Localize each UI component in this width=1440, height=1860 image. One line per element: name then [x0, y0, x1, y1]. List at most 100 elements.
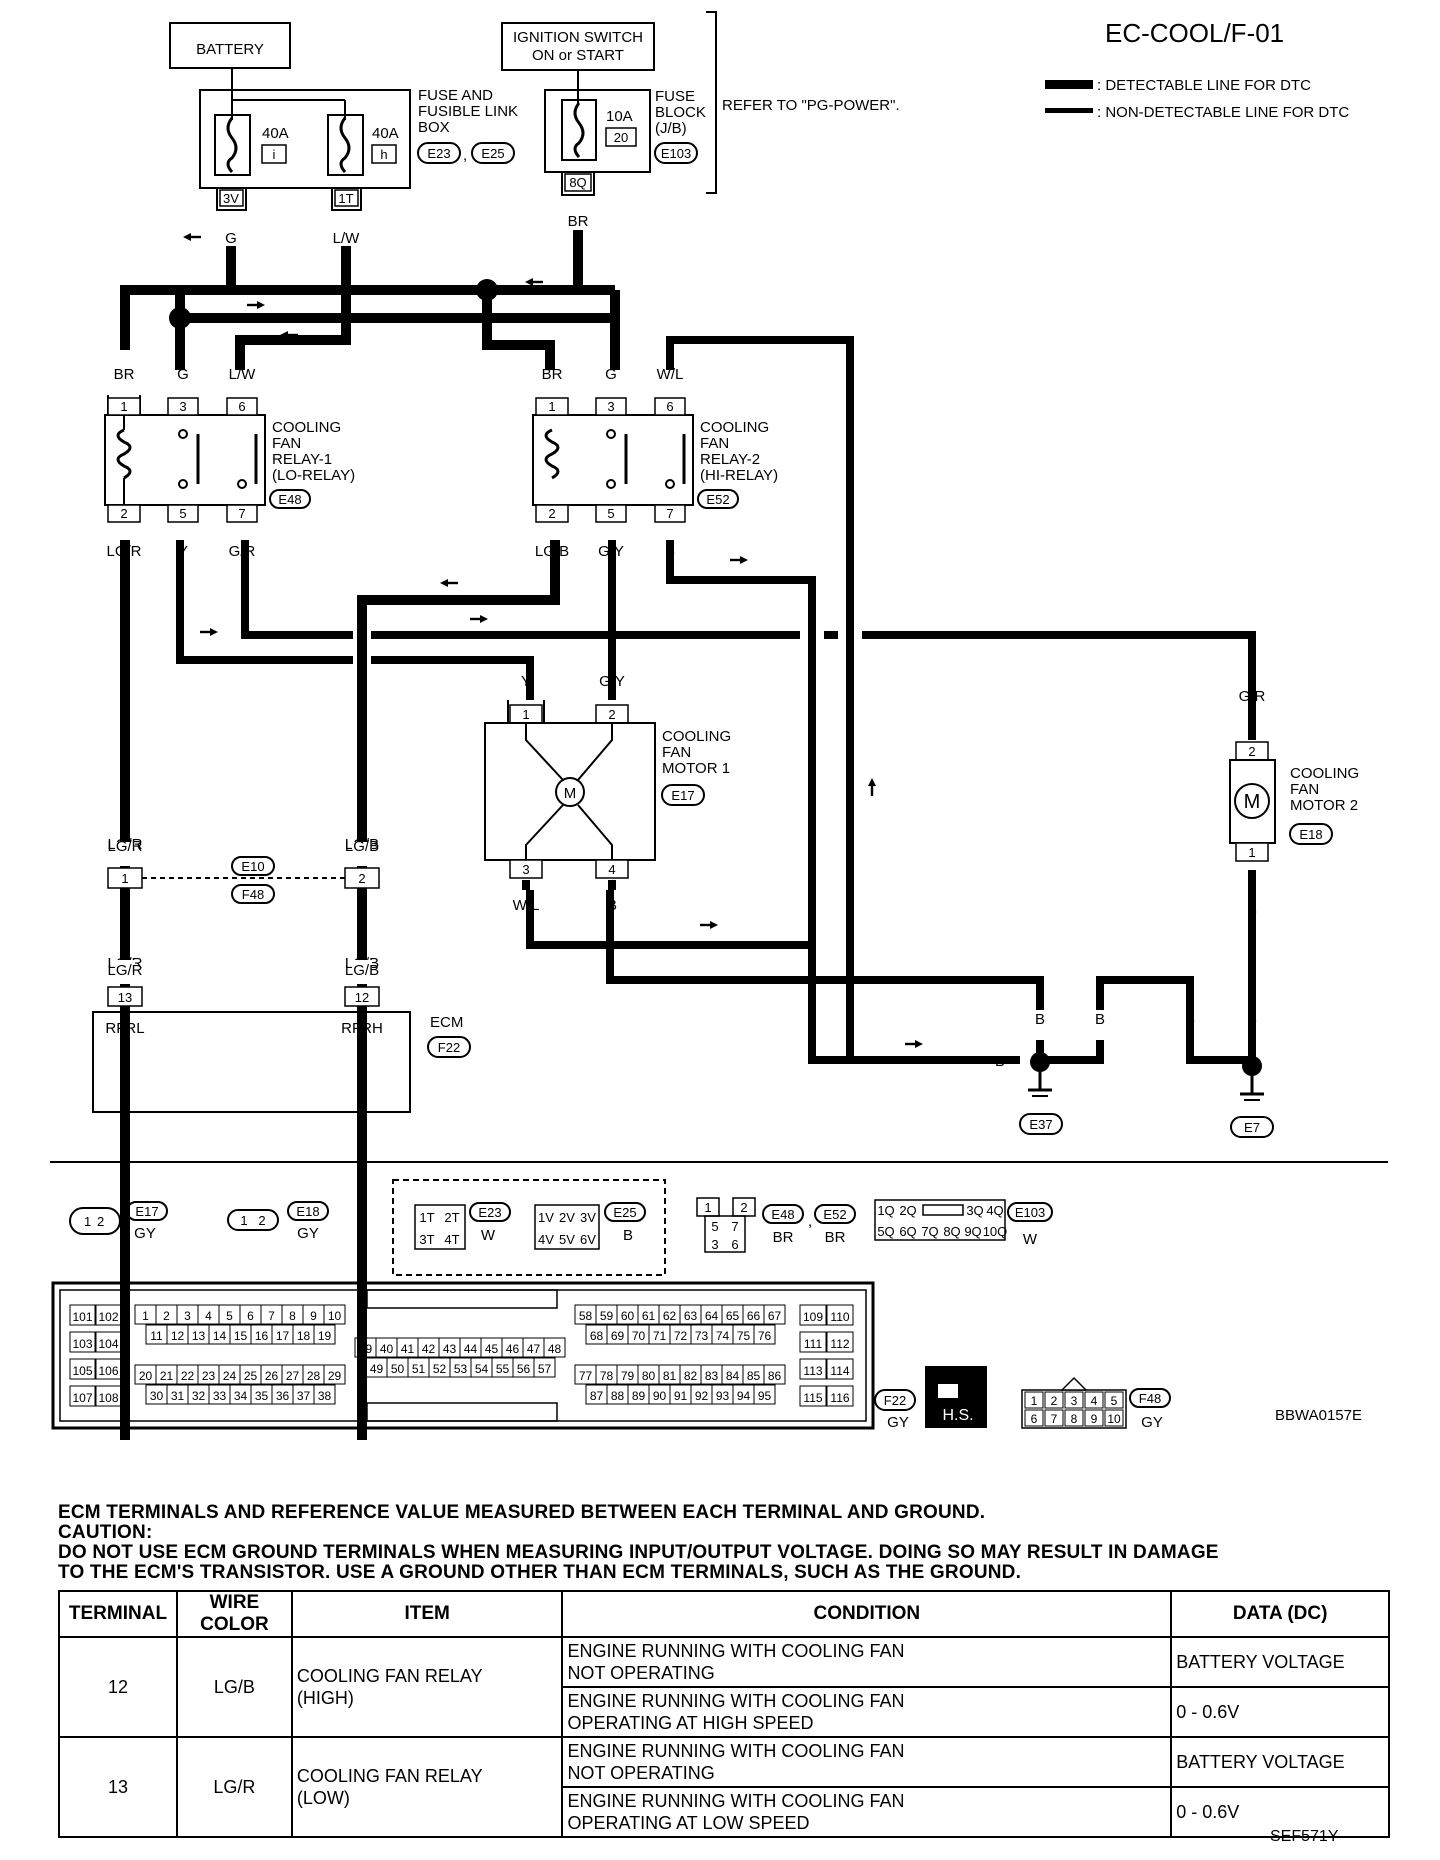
- svg-text:G: G: [225, 230, 237, 247]
- ecm-pin-label: 79: [621, 1369, 635, 1383]
- ecm-pin-label: 59: [600, 1309, 614, 1323]
- svg-text:2Q: 2Q: [899, 1203, 916, 1218]
- ecm-pin-label: 32: [192, 1389, 206, 1403]
- svg-text:1V: 1V: [538, 1210, 554, 1225]
- ecm-notes: ECM TERMINALS AND REFERENCE VALUE MEASUR…: [58, 1503, 1398, 1583]
- ecm-pin-label: 105: [72, 1364, 92, 1378]
- f48-pin-label: 6: [1031, 1412, 1038, 1426]
- ecm-pin-label: 8: [289, 1309, 296, 1323]
- svg-text:3: 3: [522, 862, 529, 877]
- f48-pin: [1064, 1409, 1084, 1427]
- relay-hi: 1 3 6 2 5 7 E52: [532, 397, 739, 523]
- ecm-pin: [826, 1304, 854, 1326]
- svg-text:6: 6: [238, 399, 245, 414]
- ecm-reference-table: TERMINAL WIRE COLOR ITEM CONDITION DATA …: [58, 1590, 1390, 1838]
- note-caution: CAUTION:: [58, 1522, 153, 1543]
- ecm-pin-label: 49: [370, 1362, 384, 1376]
- ecm-pin-label: 82: [684, 1369, 698, 1383]
- fuse-box: [199, 89, 411, 189]
- ecm-pin: [95, 1358, 122, 1380]
- ecm-pin-label: 26: [265, 1369, 279, 1383]
- svg-text:2: 2: [548, 506, 555, 521]
- svg-text:W/L: W/L: [657, 366, 684, 383]
- ecm-pin-label: 80: [642, 1369, 656, 1383]
- ecm-pin-label: 90: [653, 1389, 667, 1403]
- ecm-pin-label: 19: [318, 1329, 332, 1343]
- ecm-pin-label: 47: [527, 1342, 541, 1356]
- f48-pin-label: 2: [1051, 1394, 1058, 1408]
- svg-text:F48: F48: [1139, 1391, 1161, 1406]
- ecm-pin-label: 81: [663, 1369, 677, 1383]
- ecm-pin-label: 24: [223, 1369, 237, 1383]
- svg-text:FAN: FAN: [1290, 781, 1319, 798]
- svg-text:RELAY-2: RELAY-2: [700, 451, 760, 468]
- fuse-box-label-2: FUSIBLE LINK: [418, 103, 518, 120]
- fuse-block-label-2: BLOCK: [655, 104, 706, 121]
- fuse-20: 10A 20: [561, 99, 637, 161]
- svg-text:5: 5: [179, 506, 186, 521]
- ecm-pin: [313, 1324, 336, 1345]
- svg-text:E25: E25: [613, 1205, 636, 1220]
- ecm-pin-label: 40: [380, 1342, 394, 1356]
- svg-text:3: 3: [711, 1237, 718, 1252]
- wire-cell: LG/R: [175, 1736, 293, 1838]
- f48-pin: [1084, 1391, 1104, 1409]
- ecm-pin-label: 84: [726, 1369, 740, 1383]
- ecm-pin: [799, 1358, 827, 1380]
- svg-text:L/W: L/W: [229, 366, 257, 383]
- joint-connector-e10-f48: LG/R LG/B 1 2 E10 F48: [107, 836, 380, 904]
- ecm-pin-label: 74: [716, 1329, 730, 1343]
- ecm-pin-label: 86: [768, 1369, 782, 1383]
- svg-text:COOLING: COOLING: [662, 728, 731, 745]
- item-cell: COOLING FAN RELAY(LOW): [290, 1736, 564, 1838]
- svg-text:1Q: 1Q: [877, 1203, 894, 1218]
- svg-text:2: 2: [358, 871, 365, 886]
- ecm-pin-label: 9: [310, 1309, 317, 1323]
- svg-text:COOLING: COOLING: [272, 419, 341, 436]
- ecm-pin-label: 15: [234, 1329, 248, 1343]
- svg-text:E37: E37: [1029, 1117, 1052, 1132]
- ecm-pin: [533, 1357, 556, 1378]
- ecm-pin: [799, 1304, 827, 1326]
- ecm-pin-label: 108: [98, 1391, 118, 1405]
- svg-text:1: 1: [1248, 845, 1255, 860]
- svg-text:GY: GY: [297, 1225, 319, 1242]
- ecm-pin-label: 76: [758, 1329, 772, 1343]
- ecm-pin-label: 113: [803, 1364, 822, 1378]
- battery-label: BATTERY: [196, 41, 264, 58]
- svg-text:2: 2: [120, 506, 127, 521]
- col-wire-color: WIRE COLOR: [175, 1590, 293, 1638]
- svg-text:1: 1: [120, 399, 127, 414]
- svg-text:1: 1: [121, 871, 128, 886]
- fuse-block-label-3: (J/B): [655, 120, 687, 137]
- terminal-cell: 13: [58, 1736, 178, 1838]
- svg-text:3V: 3V: [223, 191, 239, 206]
- svg-text:LG/B: LG/B: [345, 962, 379, 979]
- svg-text:RFRH: RFRH: [341, 1020, 383, 1037]
- svg-text:COOLING: COOLING: [1290, 765, 1359, 782]
- ecm-pin-label: 25: [244, 1369, 258, 1383]
- ecm-pin-label: 29: [328, 1369, 342, 1383]
- diagram-code: EC-COOL/F-01: [1105, 18, 1284, 48]
- f48-pin-label: 10: [1107, 1412, 1121, 1426]
- ecm-pin: [95, 1331, 122, 1353]
- ecm-pin-label: 45: [485, 1342, 499, 1356]
- svg-text:8Q: 8Q: [943, 1224, 960, 1239]
- svg-text:COOLING: COOLING: [700, 419, 769, 436]
- ground-e37: B B B E37: [995, 1011, 1105, 1135]
- svg-text:20: 20: [614, 130, 628, 145]
- svg-text:7: 7: [238, 506, 245, 521]
- ecm-pin: [69, 1331, 96, 1353]
- svg-text:GY: GY: [134, 1225, 156, 1242]
- ecm-pin-label: 65: [726, 1309, 740, 1323]
- ecm-pin-label: 85: [747, 1369, 761, 1383]
- ecm-pin-label: 87: [590, 1389, 604, 1403]
- svg-text:LG/R: LG/R: [106, 543, 141, 560]
- connector-view-e48-e52: 1 2 5 7 3 6 E48 BR , E52 BR: [696, 1197, 856, 1253]
- svg-text:6V: 6V: [580, 1232, 596, 1247]
